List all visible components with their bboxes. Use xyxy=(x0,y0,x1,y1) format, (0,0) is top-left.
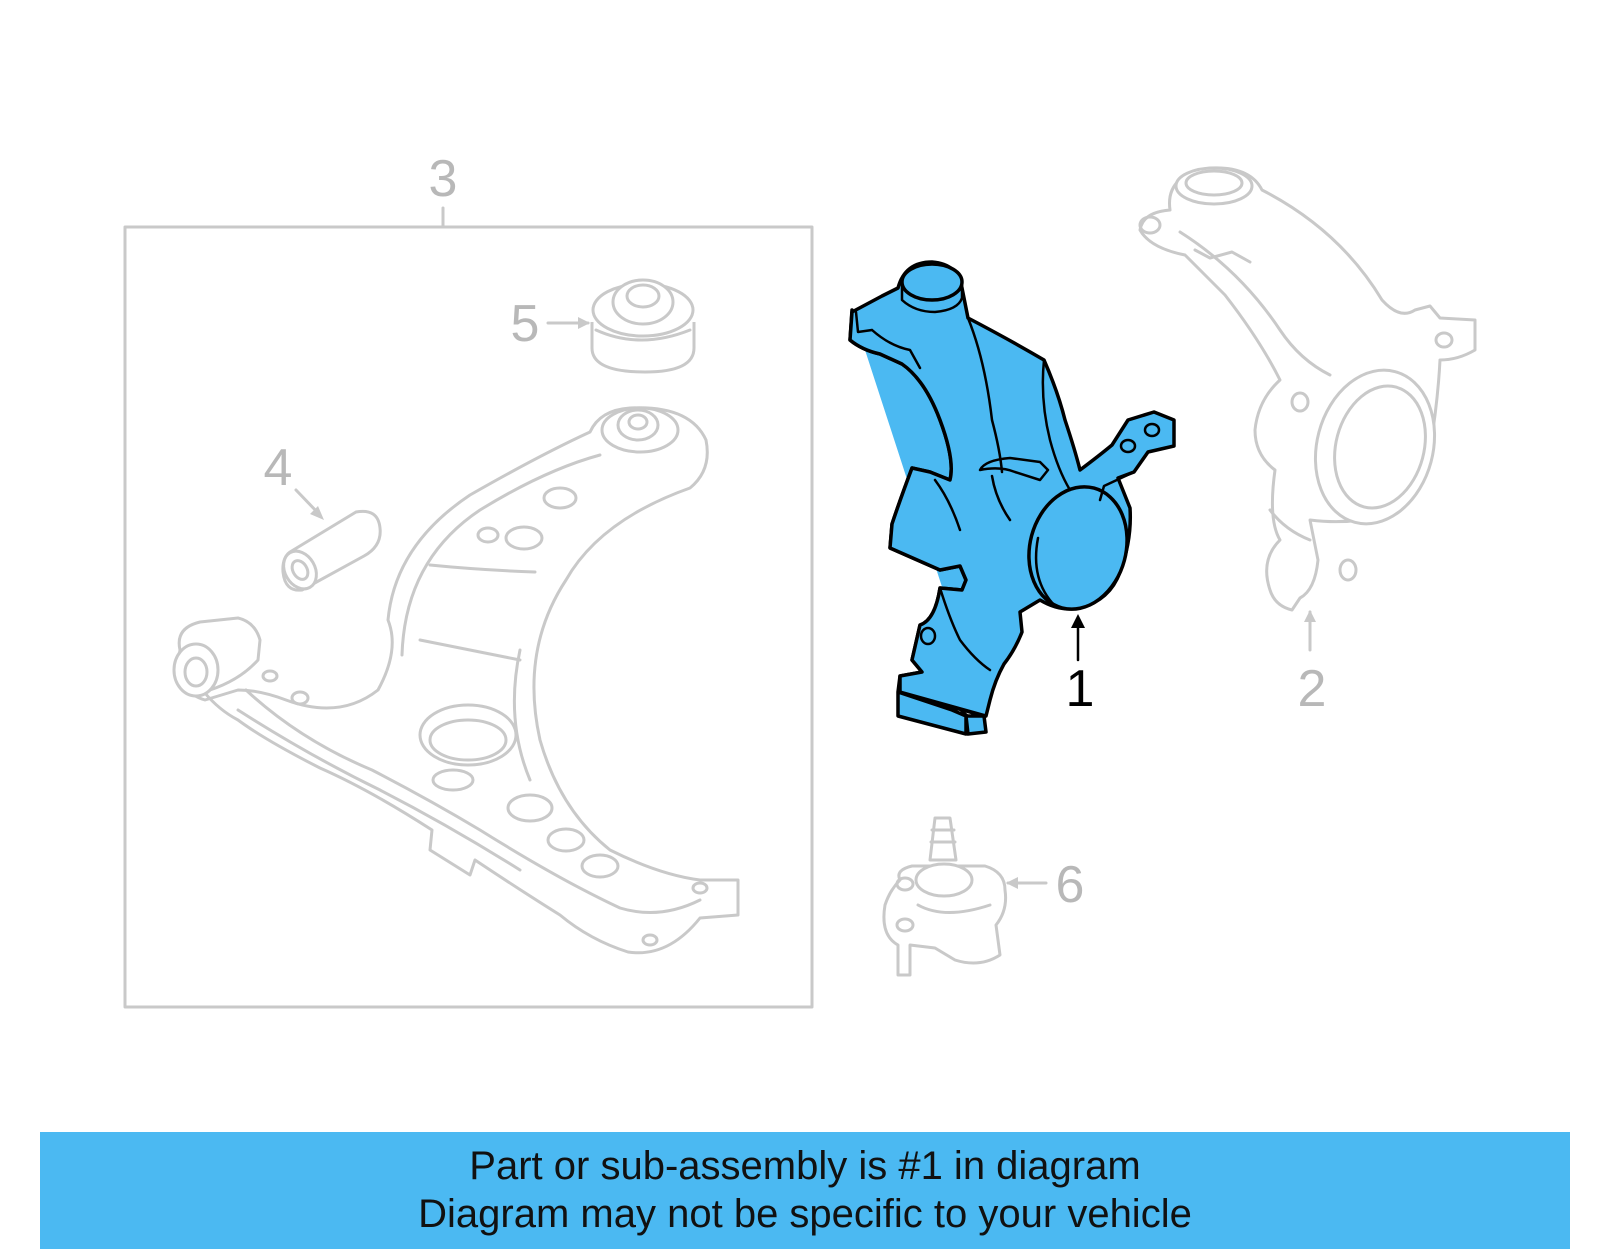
part-4-sleeve[interactable] xyxy=(277,509,382,594)
part-3-control-arm[interactable] xyxy=(172,406,740,955)
banner-line-1: Part or sub-assembly is #1 in diagram xyxy=(469,1144,1141,1188)
part-2-knuckle-ghost[interactable] xyxy=(1138,166,1477,612)
assembly-box-3 xyxy=(123,206,814,1009)
callout-2-arrowhead xyxy=(1304,610,1316,622)
part-6-ball-joint[interactable] xyxy=(882,816,1008,977)
callout-5: 5 xyxy=(511,295,540,353)
callout-3: 3 xyxy=(429,150,458,208)
callout-5-arrowhead xyxy=(578,317,590,329)
callout-6-arrowhead xyxy=(1006,877,1018,889)
callout-1-arrowhead xyxy=(1071,614,1085,628)
callout-1: 1 xyxy=(1066,660,1095,718)
callout-4: 4 xyxy=(264,439,293,497)
part-1-knuckle-highlighted[interactable] xyxy=(848,260,1176,736)
callout-6: 6 xyxy=(1056,856,1085,914)
banner-line-2: Diagram may not be specific to your vehi… xyxy=(418,1192,1192,1236)
callout-2: 2 xyxy=(1298,660,1327,718)
callout-4-arrowhead xyxy=(310,506,324,520)
part-5-bushing[interactable] xyxy=(590,278,696,374)
info-banner: Part or sub-assembly is #1 in diagram Di… xyxy=(40,1132,1570,1249)
